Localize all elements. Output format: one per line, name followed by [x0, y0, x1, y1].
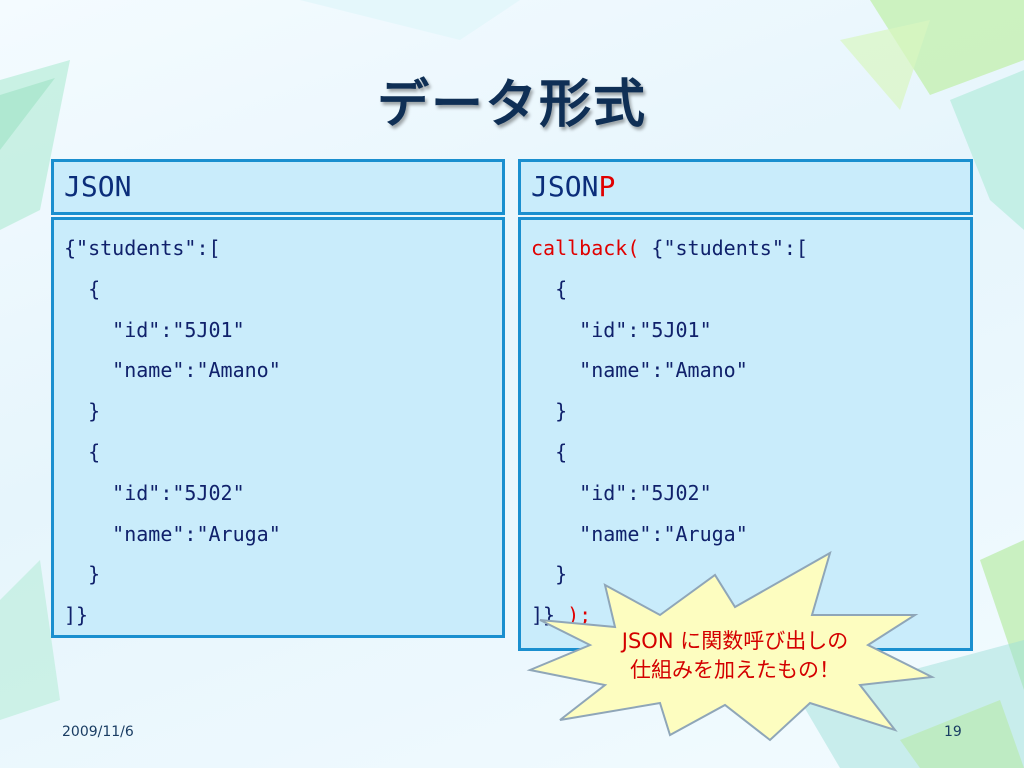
code-line: } [64, 562, 101, 587]
code-line: { [531, 276, 568, 301]
json-panel-header: JSON [51, 159, 505, 215]
callback-open: callback( [531, 236, 640, 260]
json-panel-label: JSON [64, 170, 132, 203]
json-panel-body: {"students":[ { "id":"5J01" "name":"Aman… [51, 217, 505, 638]
jsonp-code-lines: { "id":"5J01" "name":"Amano" } { "id":"5… [531, 269, 808, 595]
jsonp-panel-body: callback( {"students":[ { "id":"5J01" "n… [518, 217, 973, 651]
code-line: { [64, 276, 101, 301]
callout-burst-shape [526, 550, 936, 742]
jsonp-label-base: JSON [531, 170, 599, 203]
footer-page-number: 19 [944, 724, 962, 740]
json-code-block: {"students":[ { "id":"5J01" "name":"Aman… [64, 228, 281, 636]
code-line: callback( {"students":[ [531, 228, 808, 269]
callout-line-1: JSON に関数呼び出しの [621, 629, 849, 653]
code-line: { [64, 439, 101, 464]
code-line: } [64, 399, 101, 424]
code-line-text: {"students":[ [639, 236, 808, 260]
jsonp-panel-label: JSONP [531, 170, 615, 203]
callout-line-2: 仕組みを加えたもの！ [630, 658, 840, 682]
jsonp-label-accent: P [598, 170, 616, 203]
code-line: "id":"5J01" [531, 317, 712, 342]
code-line: { [531, 439, 568, 464]
code-line: } [531, 399, 568, 424]
code-line: ]} [64, 603, 89, 628]
code-line: {"students":[ [64, 236, 221, 260]
callout-text: JSON に関数呼び出しの 仕組みを加えたもの！ [560, 627, 910, 685]
code-line: "id":"5J02" [64, 480, 245, 505]
code-line: "name":"Amano" [64, 358, 281, 383]
footer-date: 2009/11/6 [62, 724, 134, 740]
json-panel: JSON {"students":[ { "id":"5J01" "name":… [51, 159, 505, 638]
code-line: "name":"Aruga" [64, 521, 281, 546]
jsonp-panel-header: JSONP [518, 159, 973, 215]
code-line: } [531, 562, 568, 587]
code-line: "name":"Aruga" [531, 521, 748, 546]
jsonp-panel: JSONP callback( {"students":[ { "id":"5J… [518, 159, 973, 651]
code-line: "id":"5J02" [531, 480, 712, 505]
code-line: "id":"5J01" [64, 317, 245, 342]
code-line: "name":"Amano" [531, 358, 748, 383]
jsonp-code-block: callback( {"students":[ { "id":"5J01" "n… [531, 228, 808, 636]
slide-title: データ形式 [376, 75, 647, 135]
